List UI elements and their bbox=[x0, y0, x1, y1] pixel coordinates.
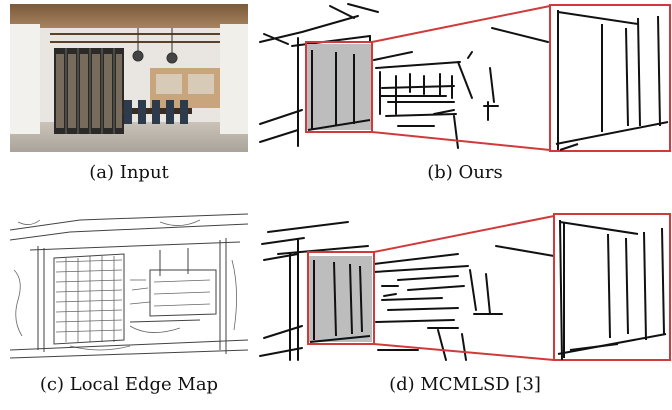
panel-a-input-image bbox=[10, 4, 248, 152]
zoom-box bbox=[553, 213, 671, 361]
caption-b: (b) Ours bbox=[427, 162, 503, 183]
caption-d: (d) MCMLSD [3] bbox=[389, 374, 541, 395]
line-segments-ours bbox=[259, 3, 671, 152]
highlight-box bbox=[305, 41, 373, 133]
panel-c-edge-map bbox=[10, 210, 248, 362]
line-segments-mcmlsd bbox=[259, 213, 671, 361]
caption-a: (a) Input bbox=[89, 162, 169, 183]
highlight-box bbox=[307, 251, 375, 345]
panel-b-ours bbox=[258, 2, 672, 152]
interior-photo bbox=[10, 4, 248, 152]
panel-d-mcmlsd bbox=[258, 210, 672, 366]
zoom-box bbox=[549, 4, 671, 152]
edge-map-image bbox=[10, 210, 248, 362]
caption-c: (c) Local Edge Map bbox=[39, 374, 219, 395]
highlighted-region bbox=[306, 44, 372, 130]
